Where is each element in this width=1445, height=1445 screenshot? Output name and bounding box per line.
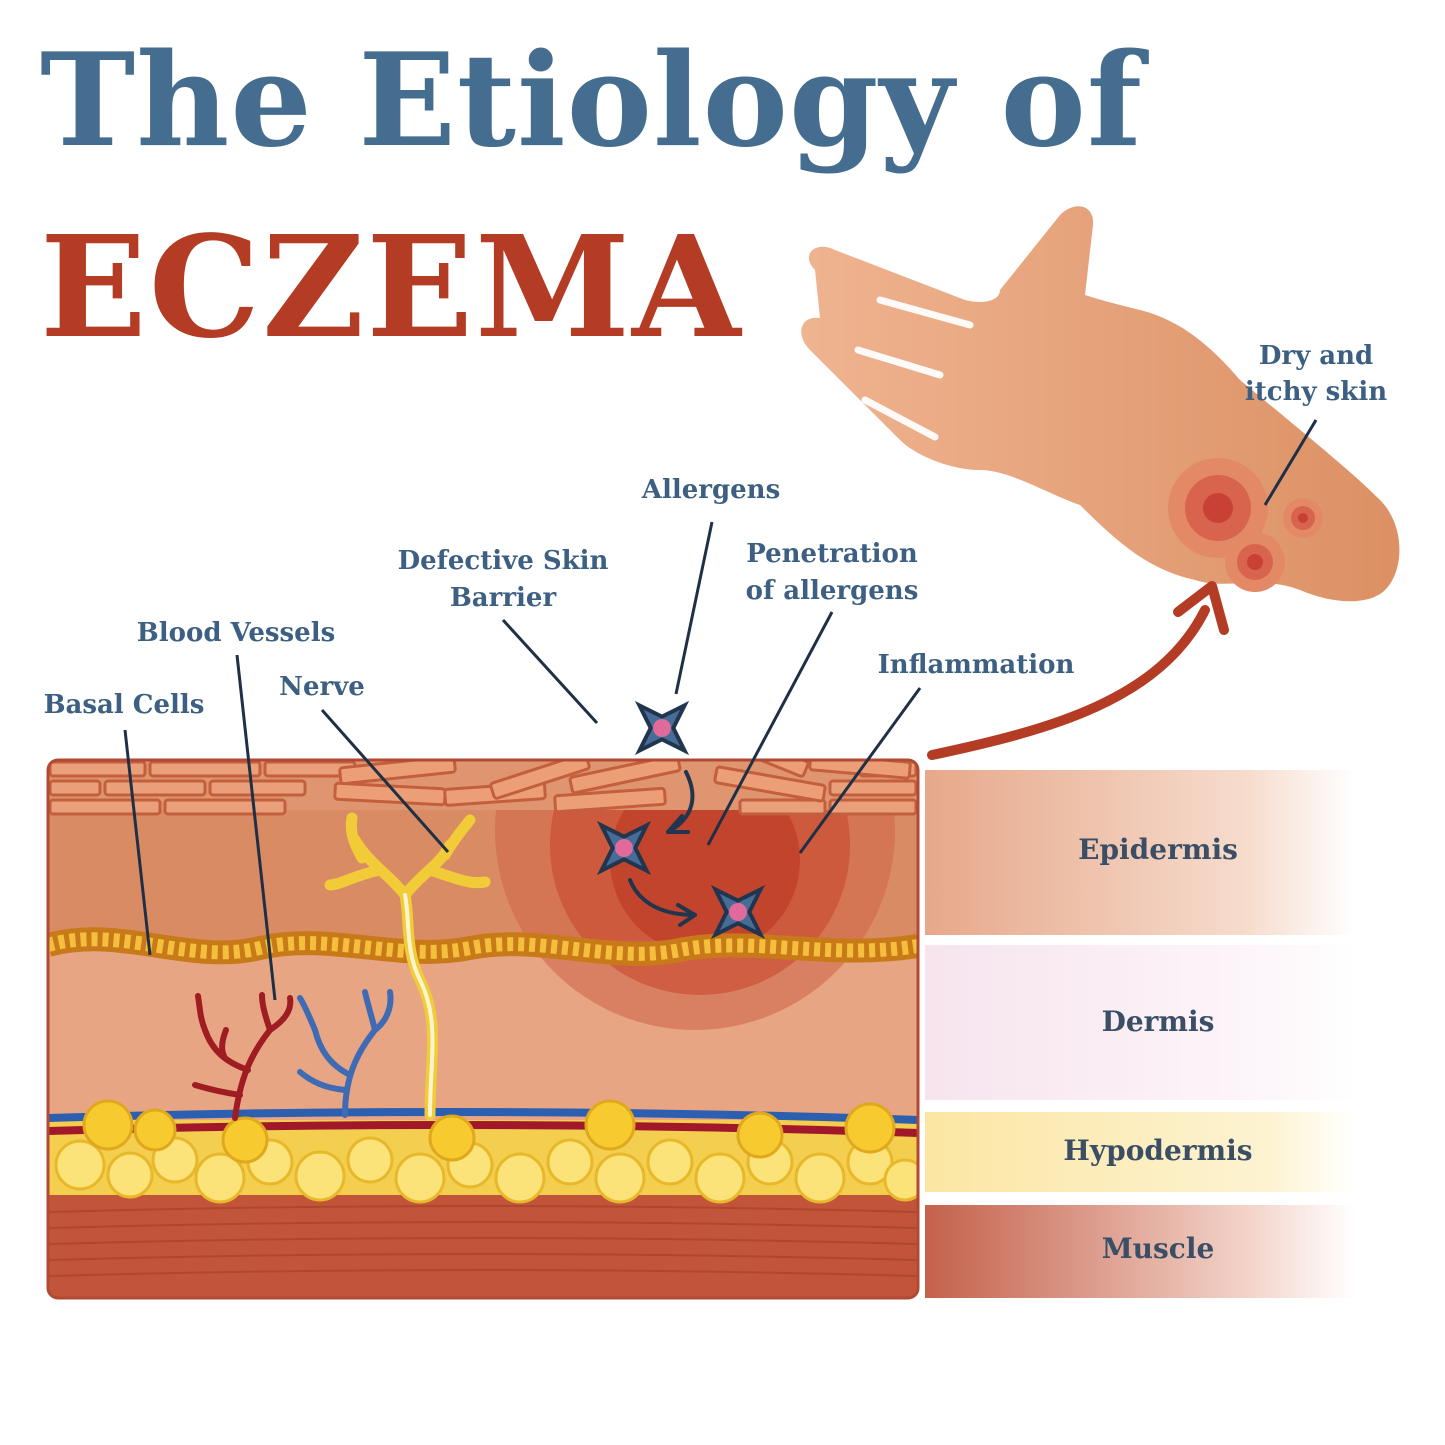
label-dry-itchy-line1: Dry and (1259, 341, 1373, 371)
label-defective-barrier-line2: Barrier (450, 583, 557, 613)
allergen-star-icon (710, 884, 766, 940)
muscle-band (925, 1205, 1355, 1298)
label-inflammation: Inflammation (878, 650, 1075, 680)
label-allergens: Allergens (641, 475, 780, 505)
allergen-star-icon (596, 820, 652, 876)
skin-cross-section (48, 760, 918, 1298)
label-dry-itchy-line2: itchy skin (1245, 377, 1387, 407)
label-nerve: Nerve (279, 672, 365, 702)
label-penetration-line2: of allergens (746, 576, 919, 606)
label-basal-cells: Basal Cells (44, 690, 205, 720)
artery-branches (192, 992, 294, 1121)
page-title-line1: The Etiology of (40, 26, 1143, 176)
layer-label-dermis: Dermis (1102, 1005, 1215, 1038)
arrow-icon (927, 581, 1229, 760)
epidermis-band (925, 770, 1355, 935)
label-penetration-line1: Penetration (746, 539, 918, 569)
page-title-line2: ECZEMA (40, 206, 743, 370)
label-blood-vessels: Blood Vessels (137, 618, 335, 648)
allergen-star-icon (634, 700, 690, 756)
layer-label-epidermis: Epidermis (1078, 833, 1238, 866)
allergen-path-arrow-icon (628, 770, 697, 927)
vein-branches (297, 989, 394, 1118)
hand-icon (801, 206, 1400, 602)
label-defective-barrier-line1: Defective Skin (398, 546, 609, 576)
layer-label-hypodermis: Hypodermis (1063, 1134, 1252, 1167)
dermis-band (925, 945, 1355, 1100)
layer-label-muscle: Muscle (1102, 1232, 1215, 1265)
hypodermis-band (925, 1112, 1355, 1192)
